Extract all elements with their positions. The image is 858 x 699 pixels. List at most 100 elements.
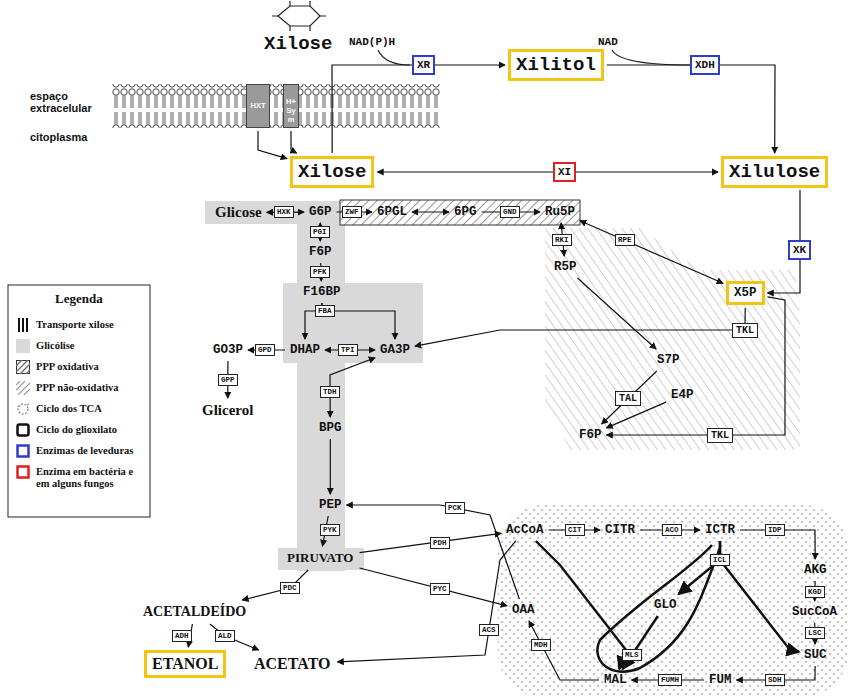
pathway-arrow — [377, 171, 718, 172]
enzyme-box: TKL — [732, 323, 758, 338]
node-text: Xilose — [298, 161, 366, 183]
legend-swatch — [16, 465, 30, 479]
pathway-arrow — [529, 621, 599, 680]
node-text: AcCoA — [506, 523, 544, 537]
enzyme-box: TKL — [707, 428, 733, 443]
enzyme-box: TDH — [320, 386, 340, 398]
enzyme-box: PYC — [430, 583, 450, 595]
metabolite-label: GA3P — [378, 342, 412, 358]
enzyme-box: PCK — [445, 502, 465, 514]
metabolite-label: F16BP — [301, 284, 343, 300]
enzyme-box: GND — [500, 206, 520, 218]
node-text: ACETATO — [254, 655, 330, 673]
legend-swatch — [16, 360, 30, 374]
metabolite-label: F6P — [577, 427, 604, 443]
metabolite-label: PIRUVATO — [284, 549, 356, 567]
node-text: S7P — [657, 353, 680, 367]
node-text: FUM — [709, 673, 732, 687]
metabolite-label: E4P — [669, 387, 696, 403]
metabolite-label: AKG — [802, 562, 829, 578]
enzyme-box: GPD — [255, 344, 275, 356]
metabolite-label: X5P — [726, 281, 765, 305]
node-text: GLO — [654, 598, 677, 612]
enzyme-box: PGI — [310, 226, 330, 238]
node-text: XI — [558, 166, 571, 178]
legend-swatch — [16, 339, 30, 353]
node-text: XR — [417, 59, 430, 71]
enzyme-box: TPI — [338, 344, 358, 356]
enzyme-box: ACS — [479, 624, 499, 636]
pathway-arrow — [360, 568, 508, 606]
enzyme-box: ALD — [215, 630, 235, 642]
node-text: ETANOL — [152, 655, 218, 673]
legend-text: Enzima em bactéria e em alguns fungos — [36, 466, 148, 489]
node-text: CITR — [605, 523, 635, 537]
enzyme-box: CIT — [565, 524, 585, 536]
node-text: RPE — [618, 236, 632, 244]
node-text: XK — [793, 244, 806, 256]
pathway-arrow — [347, 505, 520, 599]
pathway-arrow — [332, 65, 505, 153]
pathway-arrow — [242, 570, 308, 600]
pathway-arrow — [577, 278, 656, 349]
node-text: ICL — [713, 556, 727, 564]
enzyme-box: RPE — [615, 234, 635, 246]
enzyme-box: XI — [553, 162, 576, 182]
metabolite-label: GO3P — [211, 342, 245, 358]
metabolite-label: ICTR — [703, 522, 737, 538]
metabolite-label: SucCoA — [790, 604, 839, 620]
metabolite-label: MAL — [602, 672, 629, 688]
pathway-arrow — [210, 624, 259, 650]
metabolite-label: S7P — [655, 352, 682, 368]
node-text: TAL — [619, 393, 637, 404]
metabolite-label: ETANOL — [144, 650, 226, 678]
node-text: PYK — [323, 526, 337, 534]
metabolite-label: PEP — [317, 497, 344, 513]
pathway-arrow — [607, 297, 786, 435]
node-text: TDH — [323, 388, 337, 396]
node-text: ZWF — [345, 208, 359, 216]
enzyme-box: LSC — [805, 627, 825, 639]
pathway-arrow — [720, 541, 799, 652]
enzyme-box: ACO — [662, 524, 682, 536]
pathway-arrow — [679, 541, 720, 594]
metabolite-label: Glicerol — [200, 401, 255, 420]
node-text: ACS — [482, 626, 496, 634]
node-text: Xilulose — [729, 161, 820, 183]
enzyme-box: XR — [412, 55, 435, 75]
metabolite-label: Ru5P — [543, 204, 577, 220]
node-text: PFK — [313, 268, 327, 276]
node-text: Glicose — [215, 204, 262, 221]
enzyme-box: KGD — [805, 586, 825, 598]
legend-text: Ciclo do glioxilato — [36, 424, 148, 436]
node-text: GPD — [258, 346, 272, 354]
enzyme-box: PDH — [430, 537, 450, 549]
node-text: G6P — [309, 205, 332, 219]
enzyme-box: PFK — [310, 266, 330, 278]
metabolite-label: 6PG — [452, 204, 479, 220]
metabolite-label: ACETATO — [250, 653, 334, 675]
pathway-arrow — [607, 65, 775, 153]
node-text: MAL — [604, 673, 627, 687]
node-text: AKG — [804, 563, 827, 577]
node-text: HXT — [247, 101, 269, 110]
legend-text: Glicólise — [36, 340, 148, 352]
node-text: GND — [503, 208, 517, 216]
enzyme-box: SDH — [765, 674, 785, 686]
node-text: LSC — [808, 629, 822, 637]
legend-text: Transporte xilose — [36, 319, 148, 331]
legend-swatch — [16, 444, 30, 458]
legend-swatch — [16, 423, 30, 437]
node-text: FUMH — [661, 676, 679, 684]
node-text: PGI — [313, 228, 327, 236]
pathway-arrow — [602, 371, 657, 424]
node-text: ALD — [218, 632, 232, 640]
node-text: GO3P — [213, 343, 243, 357]
node-text: X5P — [734, 286, 757, 300]
node-text: MLS — [625, 651, 639, 659]
transporter-box: HXT — [246, 84, 270, 128]
node-text: 6PGL — [377, 205, 407, 219]
metabolite-label: OAA — [510, 602, 537, 618]
